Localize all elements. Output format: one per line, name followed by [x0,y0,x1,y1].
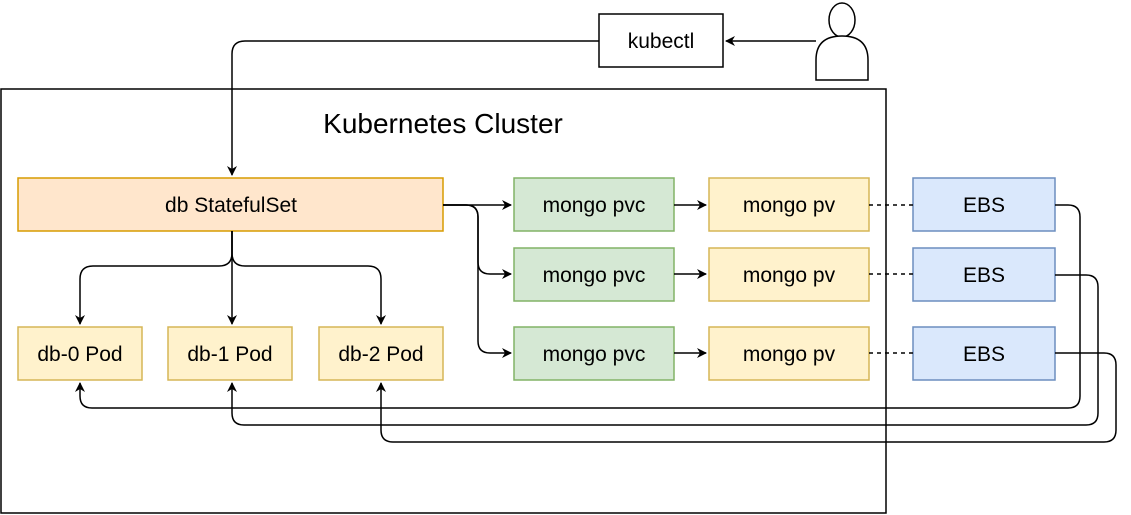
kubectl-box[interactable]: kubectl [598,13,724,68]
statefulset-rect [17,177,444,232]
pv-box-2[interactable]: mongo pv [708,326,870,381]
pod-label: db-1 Pod [187,343,272,366]
pvc-box-2[interactable]: mongo pvc [513,326,675,381]
kubectl-label: kubectl [628,30,695,53]
pvc-box-1[interactable]: mongo pvc [513,247,675,302]
edge-statefulset-to-pod-2 [231,231,386,325]
edge-statefulset-to-pod-0 [75,231,233,325]
ebs-label: EBS [963,264,1005,287]
pvc-label: mongo pvc [543,194,646,217]
pod-box-2[interactable]: db-2 Pod [318,326,444,381]
ebs-box-2[interactable]: EBS [912,326,1056,381]
pv-label: mongo pv [743,264,836,287]
pod-box-0[interactable]: db-0 Pod [17,326,143,381]
user-icon [815,2,869,81]
edge-ebs-to-pod-0 [75,204,1081,409]
pvc-box-0[interactable]: mongo pvc [513,177,675,232]
pvc-label: mongo pvc [543,343,646,366]
pv-label: mongo pv [743,343,836,366]
kubernetes-cluster-boundary [0,88,887,514]
ebs-label: EBS [963,194,1005,217]
statefulset-label: db StatefulSet [165,194,297,217]
edge-ebs-to-pod-2 [376,352,1117,443]
ebs-box-0[interactable]: EBS [912,177,1056,232]
pod-box-1[interactable]: db-1 Pod [167,326,293,381]
ebs-box-1[interactable]: EBS [912,247,1056,302]
edge-ebs-to-pod-1 [227,274,1099,426]
pvc-label: mongo pvc [543,264,646,287]
edge-kubectl-to-statefulset [227,40,599,176]
edge-statefulset-to-pvc-2 [443,204,512,358]
pv-label: mongo pv [743,194,836,217]
edge-statefulset-to-pvc-1 [443,204,512,279]
pod-label: db-0 Pod [37,343,122,366]
cluster-title: Kubernetes Cluster [323,108,563,139]
pod-label: db-2 Pod [338,343,423,366]
pv-box-1[interactable]: mongo pv [708,247,870,302]
pv-box-0[interactable]: mongo pv [708,177,870,232]
statefulset-box[interactable]: db StatefulSet [17,177,444,232]
ebs-label: EBS [963,343,1005,366]
